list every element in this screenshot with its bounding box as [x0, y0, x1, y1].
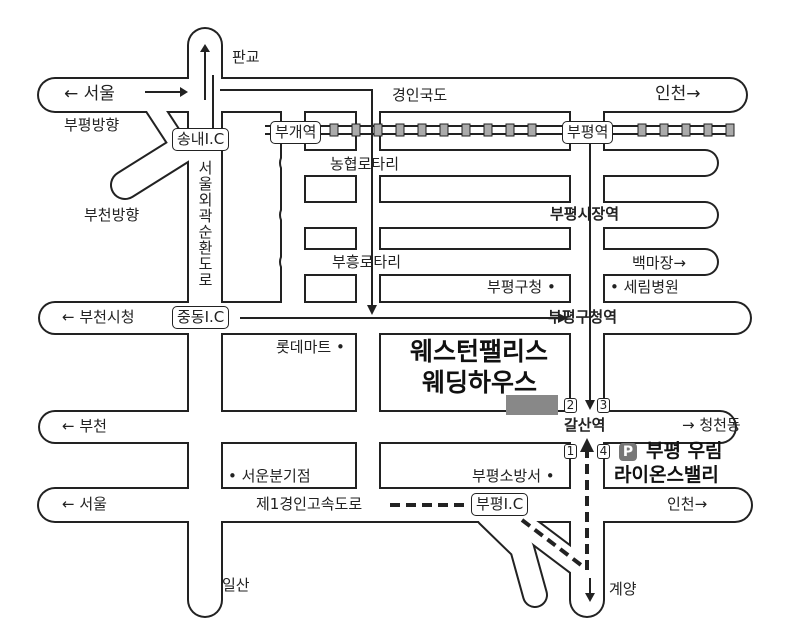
venue-name-line1: 웨스턴팰리스	[410, 337, 549, 366]
label-bupyeong-dir: 부평방향	[64, 116, 120, 134]
label-bupyeong-market-station: 부평시장역	[550, 205, 620, 223]
label-gyeongin-expressway: 제1경인고속도로	[256, 495, 363, 513]
exit-3-badge: 3	[597, 398, 610, 413]
label-incheon-top: 인천→	[655, 84, 701, 104]
bupyeong-station-badge: 부평역	[562, 121, 614, 144]
jungdong-ic-badge: 중동I.C	[172, 306, 230, 329]
exit-1-badge: 1	[564, 444, 577, 459]
ramp-ic-east	[495, 500, 592, 578]
rail-tie	[681, 123, 691, 137]
label-gyeongin-road: 경인국도	[392, 86, 448, 104]
rail-tie	[373, 123, 383, 137]
label-buheung-rotary: 부흥로타리	[332, 253, 402, 271]
parking-icon: P	[619, 443, 637, 461]
label-baekmajang: 백마장→	[632, 254, 686, 272]
arrow-head-icon	[585, 400, 595, 410]
recommended-route	[390, 450, 589, 570]
bugae-station-badge: 부개역	[270, 121, 322, 144]
label-bucheon-dir: 부천방향	[84, 206, 140, 224]
woorim-line1: 부평 우림	[646, 440, 723, 462]
label-incheon-bottom: 인천→	[667, 495, 708, 513]
rail-tie	[329, 123, 339, 137]
venue-name-line2: 웨딩하우스	[422, 368, 538, 397]
route-line-north	[220, 89, 373, 305]
label-bupyeong-gu-office-station: 부평구청역	[548, 308, 618, 326]
route-line-pangyo	[204, 50, 214, 128]
rail-tie	[637, 123, 647, 137]
label-lotte-mart: 롯데마트 •	[276, 338, 345, 356]
arrow-head-icon	[180, 87, 188, 97]
label-galsan-station: 갈산역	[564, 416, 606, 434]
label-bucheon: ← 부천	[62, 417, 107, 435]
label-seoun-jct: • 서운분기점	[228, 467, 311, 485]
rail-tie	[395, 123, 405, 137]
rail-tie	[725, 123, 735, 137]
arrow-head-icon	[367, 305, 377, 315]
rail-tie	[483, 123, 493, 137]
label-seoul-bottom: ← 서울	[62, 495, 107, 513]
rail-tie	[439, 123, 449, 137]
venue-marker	[506, 395, 558, 415]
exit-4-badge: 4	[597, 444, 610, 459]
label-nonghyup-rotary: 농협로타리	[330, 155, 400, 173]
label-fire-station: 부평소방서 •	[472, 467, 555, 485]
woorim-line2: 라이온스밸리	[614, 464, 719, 486]
rail-tie	[461, 123, 471, 137]
label-cheongcheon: → 청천동	[682, 416, 741, 434]
arrow-head-icon	[200, 44, 210, 52]
rail-tie	[505, 123, 515, 137]
rail-line	[265, 125, 730, 135]
songnae-ic-badge: 송내I.C	[172, 128, 230, 151]
arrow-head-icon	[580, 438, 594, 452]
label-serim-hospital: • 세림병원	[610, 278, 679, 296]
label-gyeyang: 계양	[609, 580, 637, 598]
rail-tie	[351, 123, 361, 137]
arrow-head-icon	[585, 593, 595, 602]
label-pangyo: 판교	[232, 48, 260, 66]
ramp-ic-west	[477, 504, 546, 606]
label-bupyeong-gu-office: 부평구청 •	[487, 278, 556, 296]
rail-tie	[417, 123, 427, 137]
arrow-head-icon	[558, 313, 568, 323]
label-seoul-top: ← 서울	[64, 84, 115, 104]
bupyeong-ic-badge: 부평I.C	[471, 493, 529, 516]
label-outer-ring-road: 서울외곽순환도로	[196, 160, 214, 288]
exit-2-badge: 2	[564, 398, 577, 413]
label-ilsan: 일산	[222, 576, 250, 594]
label-bucheon-cityhall: ← 부천시청	[62, 308, 135, 326]
rail-tie	[527, 123, 537, 137]
rail-tie	[659, 123, 669, 137]
rail-tie	[703, 123, 713, 137]
